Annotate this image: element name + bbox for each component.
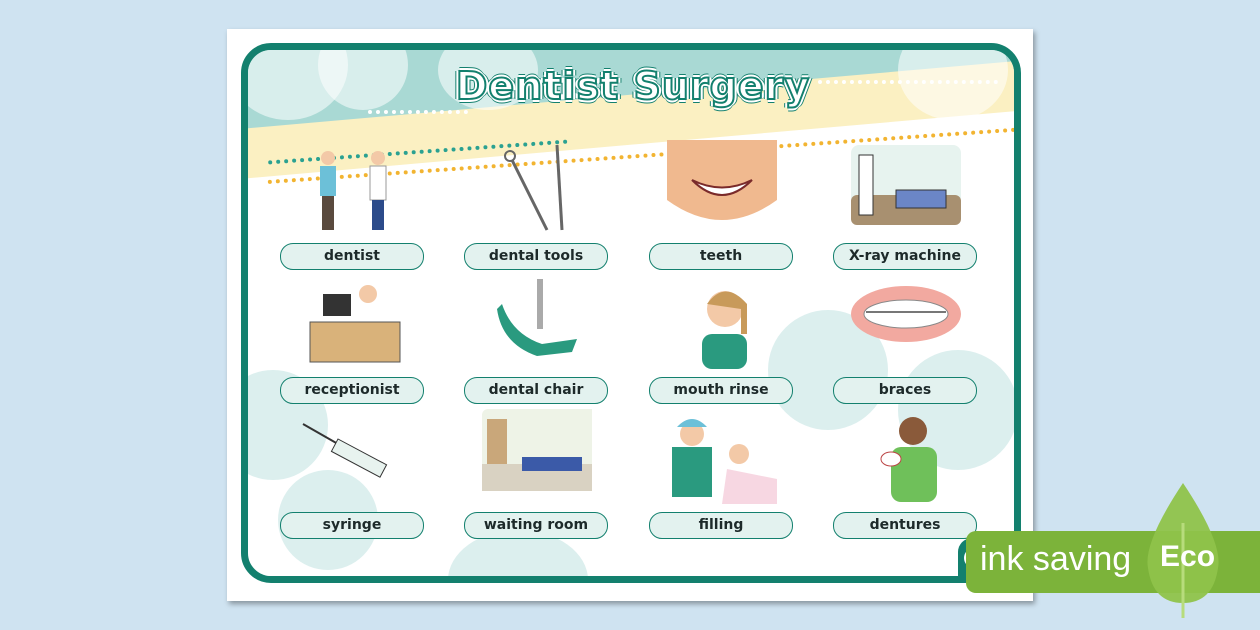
card-label: waiting room xyxy=(464,512,608,539)
syringe-illustration-icon xyxy=(302,423,388,478)
card-label: X-ray machine xyxy=(833,243,977,270)
vocab-card: dentures xyxy=(833,409,979,539)
vocab-card: braces xyxy=(833,274,979,404)
ink-saving-text: ink saving xyxy=(980,540,1132,578)
vocab-card: dental chair xyxy=(464,274,610,404)
card-label: dental chair xyxy=(464,377,608,404)
card-label: receptionist xyxy=(280,377,424,404)
braces-mouth-illustration-icon xyxy=(851,286,961,342)
vocab-card: syringe xyxy=(280,409,426,539)
receptionist-desk-illustration-icon xyxy=(309,285,401,363)
smiling-teeth-illustration-icon xyxy=(667,140,777,220)
card-label: braces xyxy=(833,377,977,404)
card-label: mouth rinse xyxy=(649,377,793,404)
vocab-card: dental tools xyxy=(464,140,610,270)
vocab-card: mouth rinse xyxy=(649,274,795,404)
eco-leaf-icon xyxy=(1147,483,1219,618)
dotted-line xyxy=(818,80,998,88)
poster-frame: Dentist Surgery dentist dental tools tee… xyxy=(241,43,1021,583)
card-label: dental tools xyxy=(464,243,608,270)
vocab-card: X-ray machine xyxy=(833,140,979,270)
poster-sheet: Dentist Surgery dentist dental tools tee… xyxy=(227,29,1033,601)
vocab-card: waiting room xyxy=(464,409,610,539)
vocab-card: dentist xyxy=(280,140,426,270)
card-label: dentures xyxy=(833,512,977,539)
eco-label: Eco xyxy=(1160,540,1216,573)
card-label: filling xyxy=(649,512,793,539)
card-label: syringe xyxy=(280,512,424,539)
man-holding-dentures-illustration-icon xyxy=(880,417,937,502)
dentist-filling-illustration-icon xyxy=(672,419,777,504)
dental-chair-illustration-icon xyxy=(497,279,577,356)
card-label: dentist xyxy=(280,243,424,270)
poster-title: Dentist Surgery xyxy=(455,63,811,109)
card-label: teeth xyxy=(649,243,793,270)
dotted-line xyxy=(368,110,468,118)
dentists-illustration-icon xyxy=(320,151,387,230)
xray-room-illustration-icon xyxy=(851,145,961,225)
vocab-card: receptionist xyxy=(280,274,426,404)
girl-rinsing-illustration-icon xyxy=(702,291,747,369)
dental-tools-illustration-icon xyxy=(504,144,564,231)
vocab-card: filling xyxy=(649,409,795,539)
waiting-room-illustration-icon xyxy=(482,409,592,491)
vocab-card: teeth xyxy=(649,140,795,270)
